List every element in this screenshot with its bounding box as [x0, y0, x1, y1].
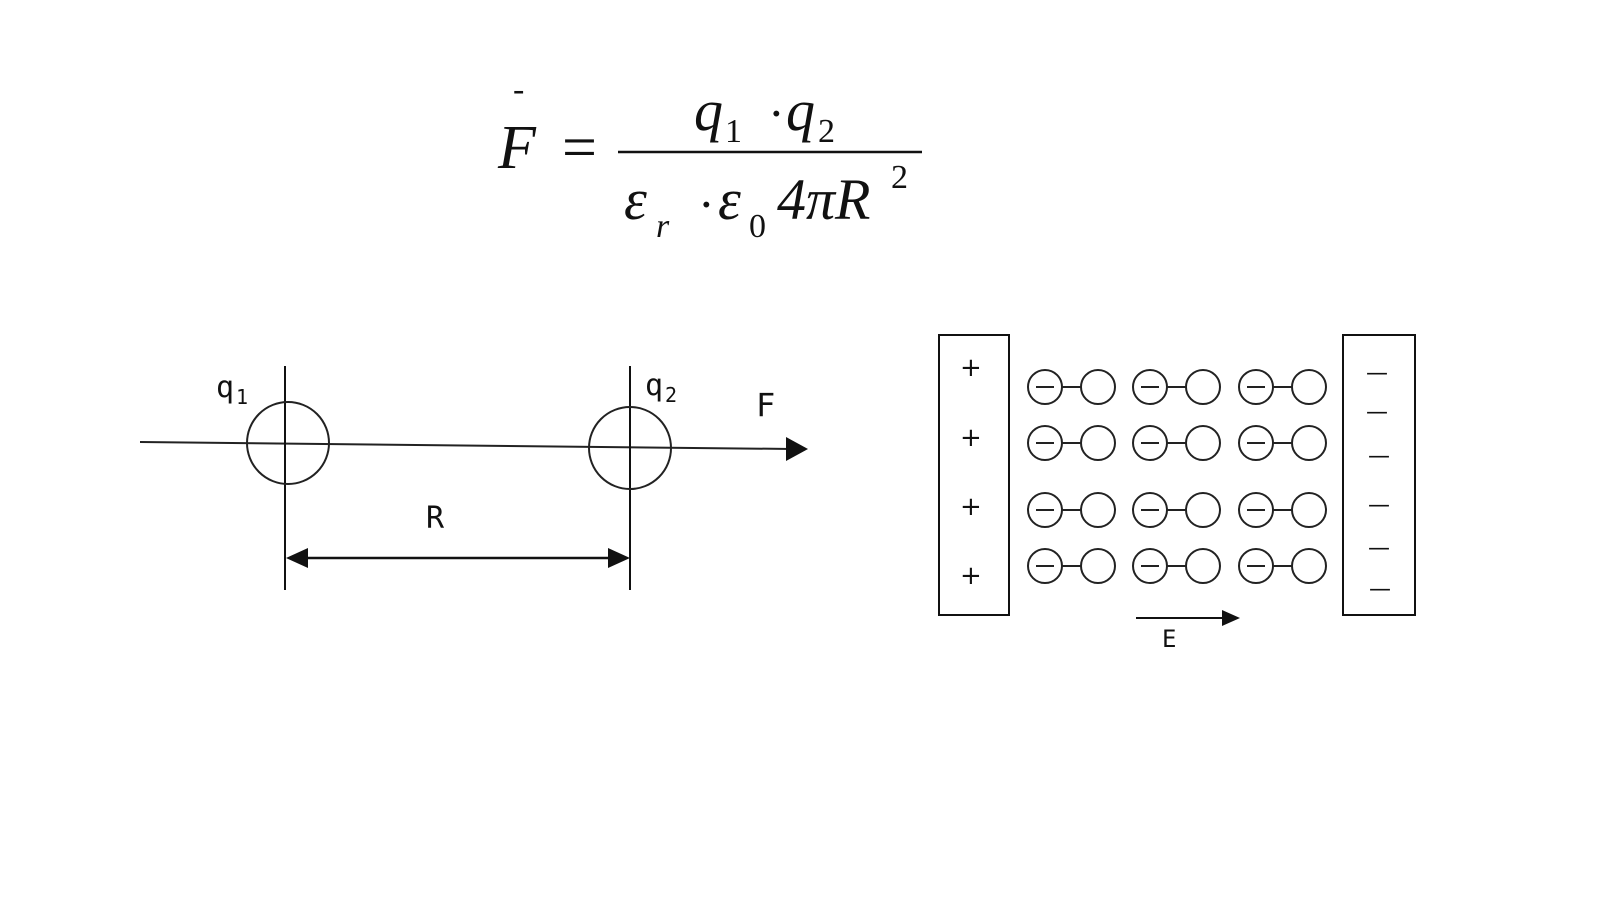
dipole-positive-end: [1185, 425, 1221, 461]
minus-sign: —: [1368, 493, 1390, 518]
q1-label-subscript: 1: [236, 385, 248, 409]
numerator-q2: q: [786, 78, 815, 143]
minus-sign: —: [1368, 444, 1390, 469]
distance-arrow-right: [608, 548, 630, 568]
numerator-q1-subscript: 1: [725, 113, 742, 150]
minus-sign: —: [1366, 361, 1388, 386]
field-arrow-head: [1222, 610, 1240, 626]
dipole: [1027, 425, 1116, 461]
denominator-dot: ·: [698, 176, 715, 232]
denominator-epsilon-r: ε: [624, 167, 647, 232]
dipole: [1238, 492, 1327, 528]
dipole: [1132, 369, 1221, 405]
minus-sign: —: [1368, 536, 1390, 561]
dipole-positive-end: [1185, 369, 1221, 405]
charge-q2-circle: [588, 406, 672, 490]
plus-sign: +: [960, 353, 982, 383]
force-symbol: F: [497, 114, 537, 182]
distance-label: R: [426, 501, 445, 536]
dipole-grid: [1027, 369, 1327, 584]
dielectric-polarization-diagram: + + + + — — — — — — E: [938, 334, 1416, 653]
denominator-epsilon-r-subscript: r: [656, 208, 670, 245]
numerator-q2-subscript: 2: [818, 113, 835, 150]
dipole-positive-end: [1080, 548, 1116, 584]
dipole-positive-end: [1080, 369, 1116, 405]
dipole-positive-end: [1291, 425, 1327, 461]
denominator-exponent: 2: [891, 159, 908, 196]
positive-plate: [938, 334, 1010, 616]
dipole-positive-end: [1185, 548, 1221, 584]
distance-arrow-left: [286, 548, 308, 568]
denominator-4-pi-r: 4πR: [777, 167, 871, 232]
denominator-epsilon-0-subscript: 0: [749, 208, 766, 245]
numerator-dot: ·: [768, 85, 785, 141]
coulomb-formula: - F = q 1 · q 2 ε r · ε 0 4πR 2: [497, 71, 922, 245]
dipole: [1238, 548, 1327, 584]
plus-sign: +: [960, 561, 982, 591]
q2-label: q: [645, 368, 663, 403]
dipole: [1238, 369, 1327, 405]
dipole-positive-end: [1080, 492, 1116, 528]
dipole-positive-end: [1291, 369, 1327, 405]
dipole: [1132, 548, 1221, 584]
dipole-positive-end: [1291, 548, 1327, 584]
dipole: [1027, 548, 1116, 584]
plus-sign: +: [960, 492, 982, 522]
q2-label-subscript: 2: [665, 383, 677, 407]
denominator-epsilon-0: ε: [718, 167, 741, 232]
force-arrow-head: [786, 437, 808, 461]
negative-plate: [1342, 334, 1416, 616]
minus-sign: —: [1369, 577, 1391, 602]
dipole-positive-end: [1291, 492, 1327, 528]
two-charges-diagram: q 1 q 2 F R: [139, 366, 808, 590]
charge-q1-circle: [246, 401, 330, 485]
force-vector-bar: -: [513, 71, 524, 108]
dipole-positive-end: [1080, 425, 1116, 461]
force-label: F: [756, 386, 775, 424]
axis-line: [139, 441, 793, 450]
minus-sign: —: [1366, 400, 1388, 425]
field-label: E: [1162, 625, 1176, 653]
numerator-q1: q: [694, 78, 723, 143]
dipole: [1132, 492, 1221, 528]
dipole: [1027, 369, 1116, 405]
dipole-positive-end: [1185, 492, 1221, 528]
dipole: [1027, 492, 1116, 528]
q1-label: q: [216, 370, 234, 405]
dipole: [1132, 425, 1221, 461]
dipole: [1238, 425, 1327, 461]
equals-sign: =: [562, 114, 597, 182]
plus-sign: +: [960, 423, 982, 453]
